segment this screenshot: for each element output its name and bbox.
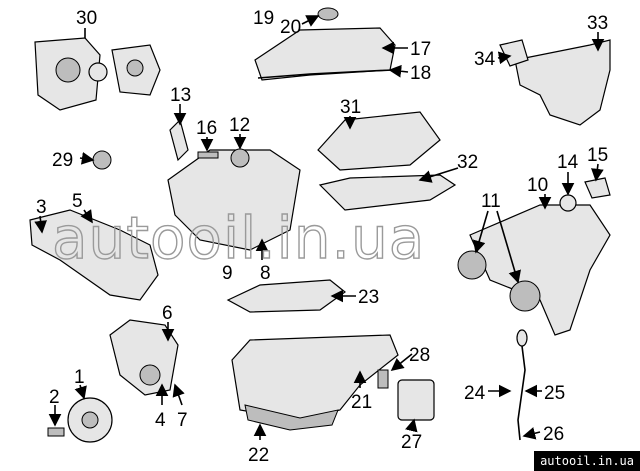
callout-18: 18 bbox=[410, 63, 431, 84]
callout-1: 1 bbox=[74, 367, 85, 388]
callout-22: 22 bbox=[248, 445, 269, 466]
callout-labels: 30 19 20 17 18 33 34 13 16 12 31 29 32 1… bbox=[36, 8, 608, 466]
dipstick bbox=[516, 329, 528, 441]
callout-2: 2 bbox=[49, 387, 60, 408]
callout-4: 4 bbox=[155, 410, 166, 431]
callout-15: 15 bbox=[587, 145, 608, 166]
callout-27: 27 bbox=[401, 432, 422, 453]
callout-6: 6 bbox=[162, 303, 173, 324]
watermark-badge: autooil.in.ua bbox=[534, 451, 640, 471]
callout-31: 31 bbox=[340, 97, 361, 118]
callout-28: 28 bbox=[409, 345, 430, 366]
callout-24: 24 bbox=[464, 383, 486, 404]
callout-21: 21 bbox=[351, 392, 372, 413]
callout-13: 13 bbox=[170, 85, 191, 106]
oil-pump-group bbox=[34, 37, 161, 111]
callout-19: 19 bbox=[253, 8, 274, 29]
callout-5: 5 bbox=[72, 191, 83, 212]
valve-cover bbox=[254, 7, 396, 81]
crank-pulley bbox=[47, 397, 113, 443]
rear-cover bbox=[109, 319, 179, 396]
callout-11: 11 bbox=[481, 191, 501, 212]
oil-filter bbox=[377, 369, 435, 421]
oil-pan bbox=[231, 334, 399, 431]
callout-7: 7 bbox=[177, 410, 188, 431]
callout-17: 17 bbox=[410, 39, 431, 60]
callout-29: 29 bbox=[52, 150, 73, 171]
callout-3: 3 bbox=[36, 197, 47, 218]
callout-26: 26 bbox=[543, 424, 564, 445]
callout-12: 12 bbox=[229, 115, 250, 136]
leader-lines bbox=[34, 15, 605, 440]
callout-33: 33 bbox=[587, 13, 608, 34]
callout-9: 9 bbox=[222, 263, 233, 284]
timing-belt-cover bbox=[29, 209, 159, 301]
callout-14: 14 bbox=[557, 152, 579, 173]
baffle-plate bbox=[226, 279, 346, 313]
callout-32: 32 bbox=[457, 152, 478, 173]
callout-16: 16 bbox=[196, 118, 217, 139]
callout-20: 20 bbox=[280, 17, 301, 38]
callout-10: 10 bbox=[527, 175, 548, 196]
plenum-gasket bbox=[317, 111, 457, 211]
callout-30: 30 bbox=[76, 8, 97, 29]
intake-manifold bbox=[499, 39, 611, 126]
callout-23: 23 bbox=[358, 287, 379, 308]
callout-25: 25 bbox=[544, 383, 565, 404]
callout-8: 8 bbox=[260, 263, 271, 284]
watermark-text: autooil.in.ua bbox=[52, 204, 425, 272]
callout-34: 34 bbox=[474, 49, 496, 70]
